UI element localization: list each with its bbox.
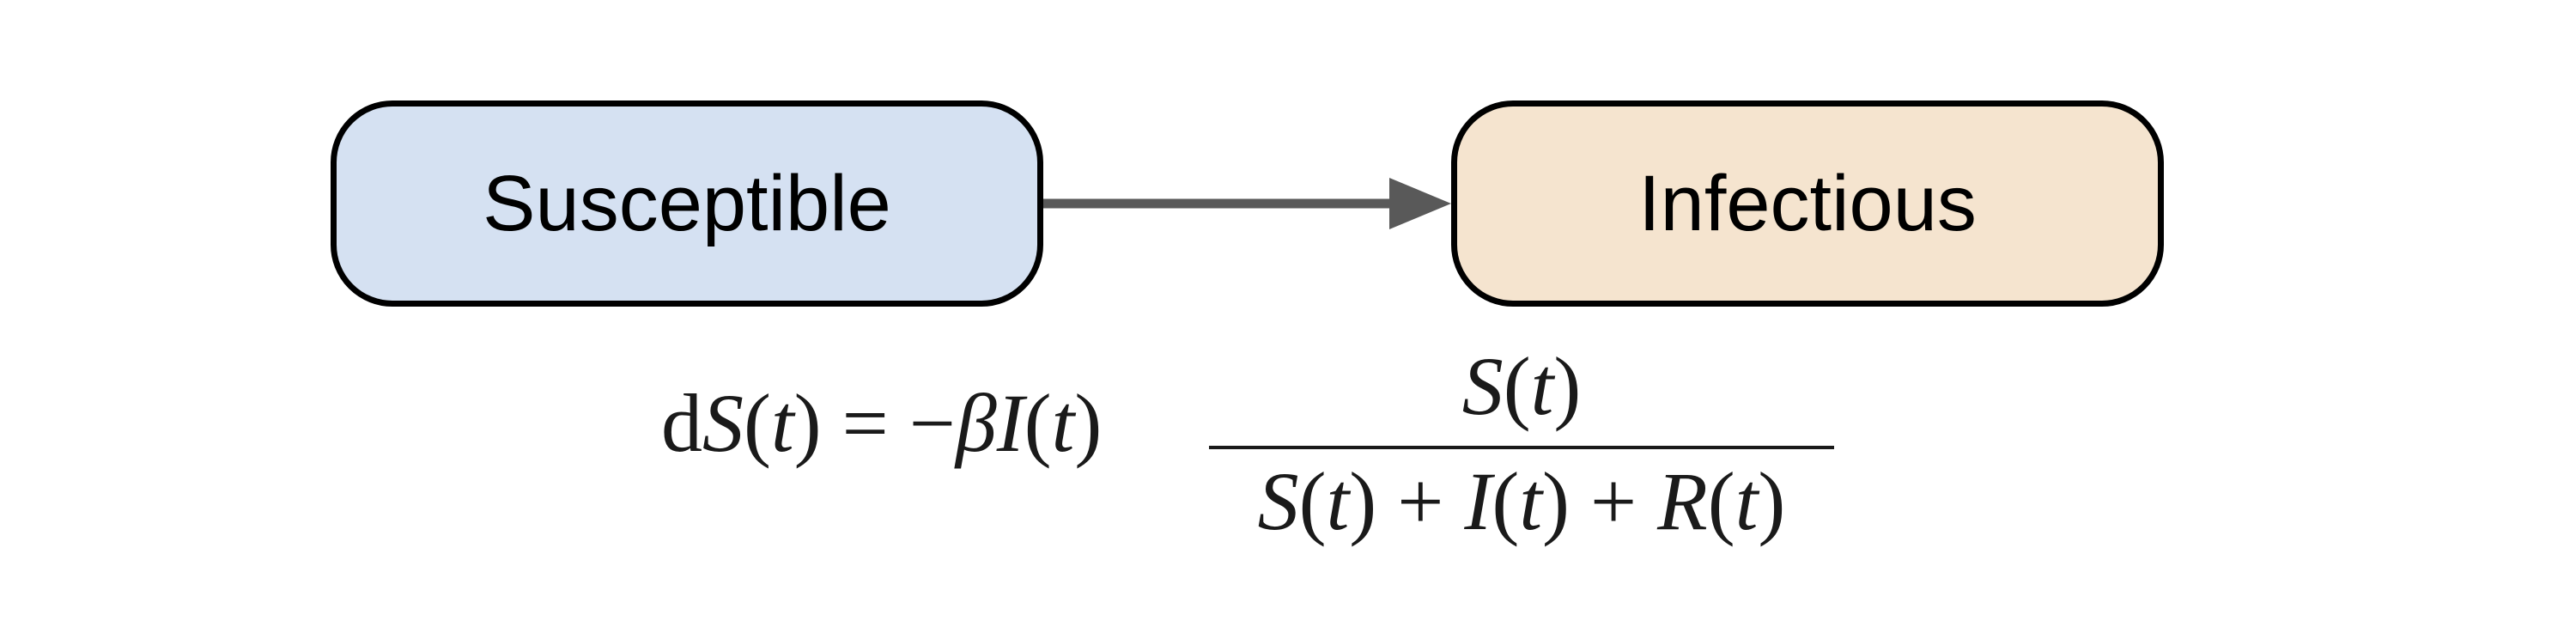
infectious-label: Infectious [1638, 159, 1977, 247]
den-open-2: ( [1492, 455, 1520, 547]
fraction-bar [1209, 446, 1834, 449]
eq-I-t: t [1051, 377, 1075, 469]
susceptible-label: Susceptible [483, 159, 891, 247]
eq-S: S [702, 377, 744, 469]
eq-beta: β [955, 377, 997, 469]
den-t-1: t [1326, 455, 1350, 547]
eq-open-paren: ( [744, 377, 771, 469]
eq-I: I [996, 377, 1024, 469]
infectious-node: Infectious [1451, 100, 2164, 307]
equation-fraction: S(t) S(t) + I(t) + R(t) [1209, 339, 1834, 563]
den-close-plus-2: ) + [1542, 455, 1658, 547]
den-t-3: t [1735, 455, 1759, 547]
eq-I-open-paren: ( [1024, 377, 1052, 469]
den-open-3: ( [1707, 455, 1735, 547]
eq-equals-minus: = − [821, 377, 956, 469]
den-R: R [1657, 455, 1708, 547]
den-I: I [1464, 455, 1492, 547]
den-open-1: ( [1298, 455, 1327, 547]
num-t: t [1530, 340, 1554, 432]
num-S: S [1461, 340, 1504, 432]
eq-t: t [770, 377, 794, 469]
eq-d: d [661, 377, 702, 469]
den-S: S [1257, 455, 1299, 547]
den-close-3: ) [1758, 455, 1786, 547]
susceptible-node: Susceptible [331, 100, 1043, 307]
eq-close-paren: ) [793, 377, 822, 469]
arrow-head [1389, 178, 1451, 229]
fraction-denominator: S(t) + I(t) + R(t) [1209, 454, 1834, 549]
den-t-2: t [1519, 455, 1542, 547]
eq-I-close-paren: ) [1074, 377, 1103, 469]
num-open: ( [1503, 340, 1531, 432]
equation-lhs: dS(t) = −βI(t) [661, 382, 1102, 465]
num-close: ) [1553, 340, 1582, 432]
den-close-plus-1: ) + [1349, 455, 1465, 547]
fraction-numerator: S(t) [1209, 339, 1834, 434]
